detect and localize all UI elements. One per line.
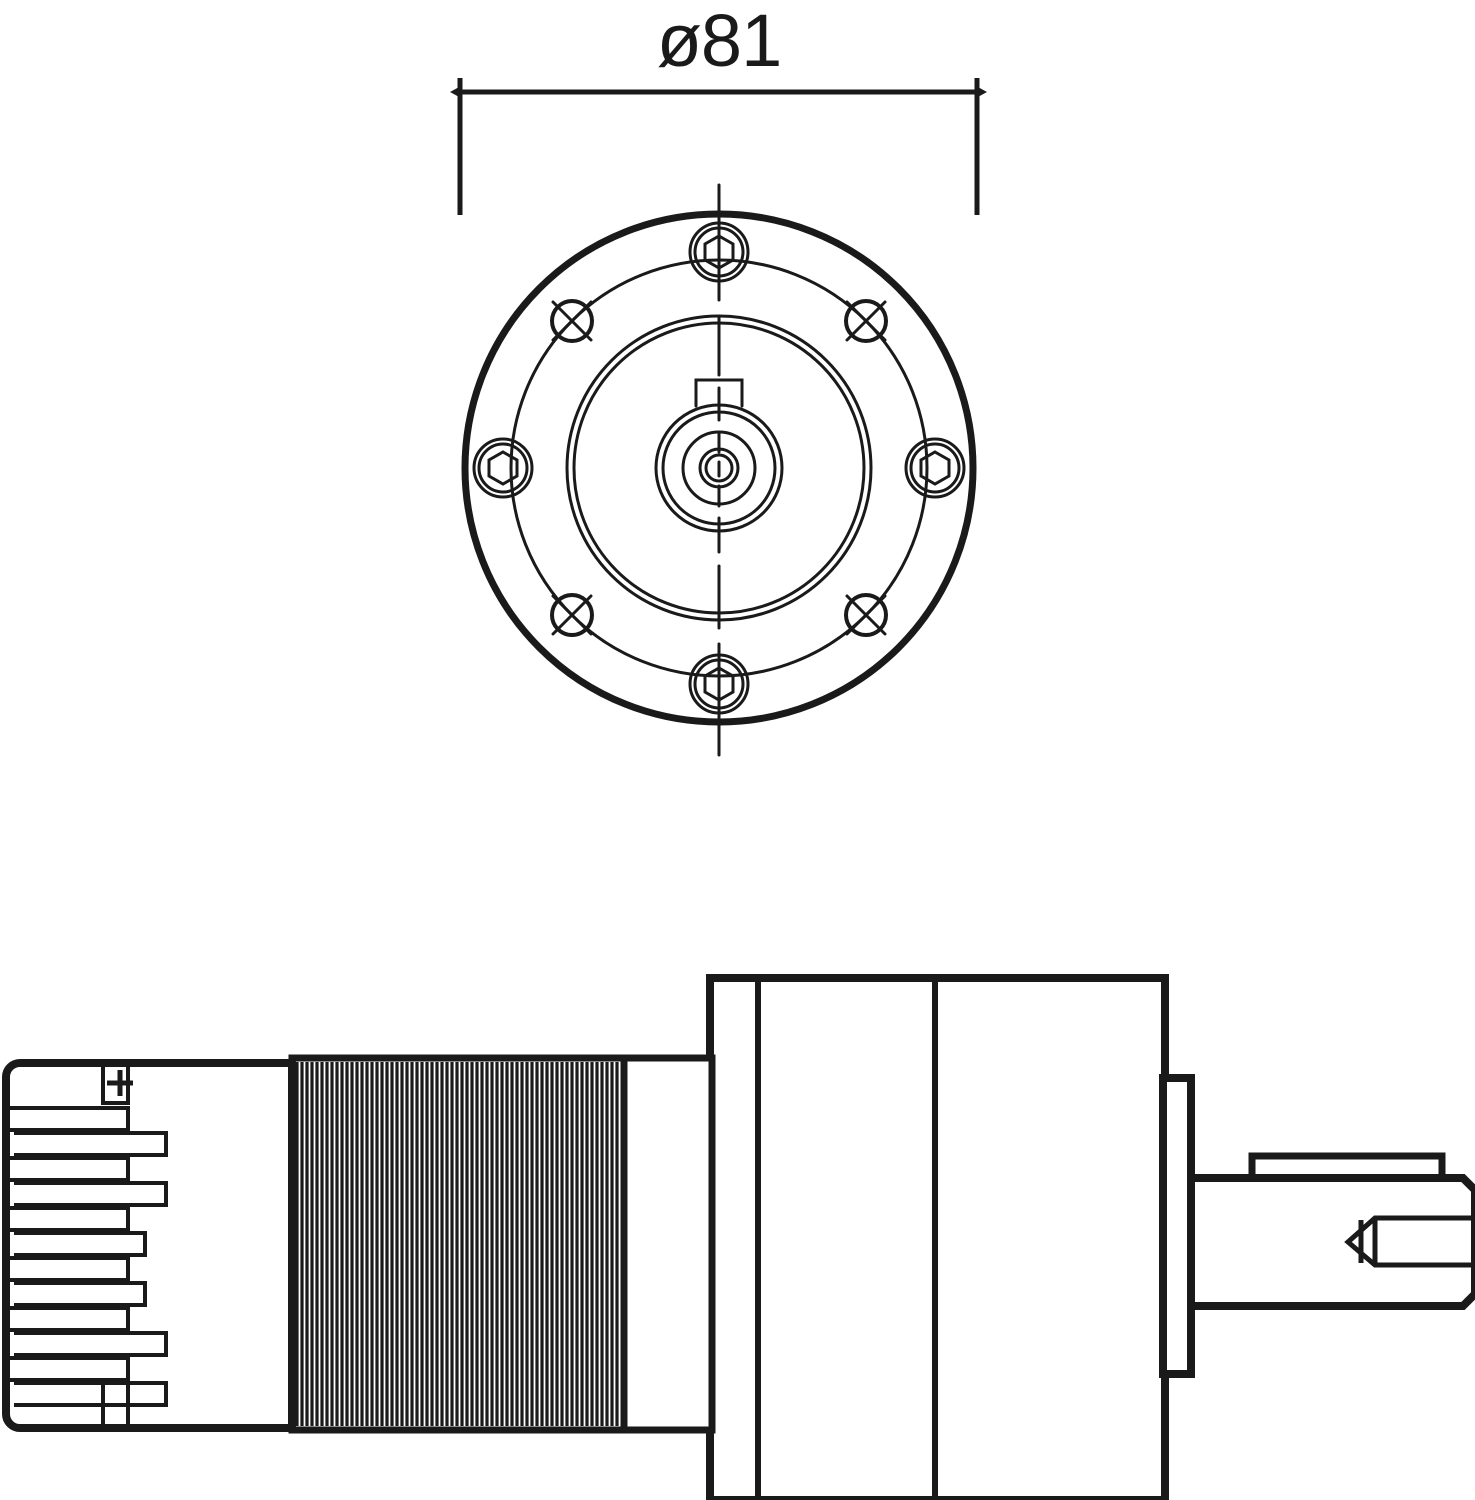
hex-bolt-bottom bbox=[688, 653, 750, 715]
hex-bolt-right bbox=[904, 437, 966, 499]
side-view-longitudinal bbox=[2, 974, 1475, 1500]
shaft-outer-circle bbox=[681, 430, 757, 506]
hex-socket-top bbox=[703, 234, 735, 270]
fin-slots bbox=[6, 1106, 168, 1407]
hex-socket-left bbox=[487, 450, 519, 486]
hex-bolt-top bbox=[688, 221, 750, 283]
bolt-circle bbox=[509, 258, 929, 678]
crossed-hole-lower-right bbox=[844, 593, 888, 637]
hub-outer-circle bbox=[654, 403, 784, 533]
hub-inner-circle bbox=[661, 410, 777, 526]
hex-socket-right bbox=[919, 450, 951, 486]
keyway-notch bbox=[694, 378, 744, 408]
ribbed-motor-barrel bbox=[288, 1054, 628, 1434]
dimension-label-text: ø81 bbox=[657, 0, 782, 82]
motor-housing bbox=[618, 1054, 716, 1434]
fin-bottom-slot bbox=[101, 1385, 130, 1430]
hex-bolt-left bbox=[472, 437, 534, 499]
front-view-flange bbox=[461, 183, 977, 757]
pilot-boss-outer-circle bbox=[565, 314, 873, 622]
dimension-flange-diameter: ø81 bbox=[450, 0, 987, 215]
cross-marker-slot bbox=[101, 1062, 130, 1105]
barrel-rib-hatching bbox=[295, 1062, 619, 1426]
output-shaft bbox=[1187, 1174, 1475, 1310]
cooling-fin-block bbox=[2, 1059, 296, 1432]
crossed-hole-upper-left bbox=[550, 299, 594, 343]
crossed-hole-lower-left bbox=[550, 593, 594, 637]
output-mount-plate bbox=[1159, 1074, 1195, 1378]
shaft-bore-inner-circle bbox=[704, 453, 734, 483]
hex-socket-bottom bbox=[703, 666, 735, 702]
crossed-hole-upper-right bbox=[844, 299, 888, 343]
pilot-boss-inner-circle bbox=[572, 321, 866, 615]
flange-outer-circle bbox=[461, 210, 977, 726]
shaft-bore-circle bbox=[698, 447, 740, 489]
center-tapped-hole bbox=[1344, 1215, 1475, 1268]
gearbox-body bbox=[706, 974, 1169, 1500]
